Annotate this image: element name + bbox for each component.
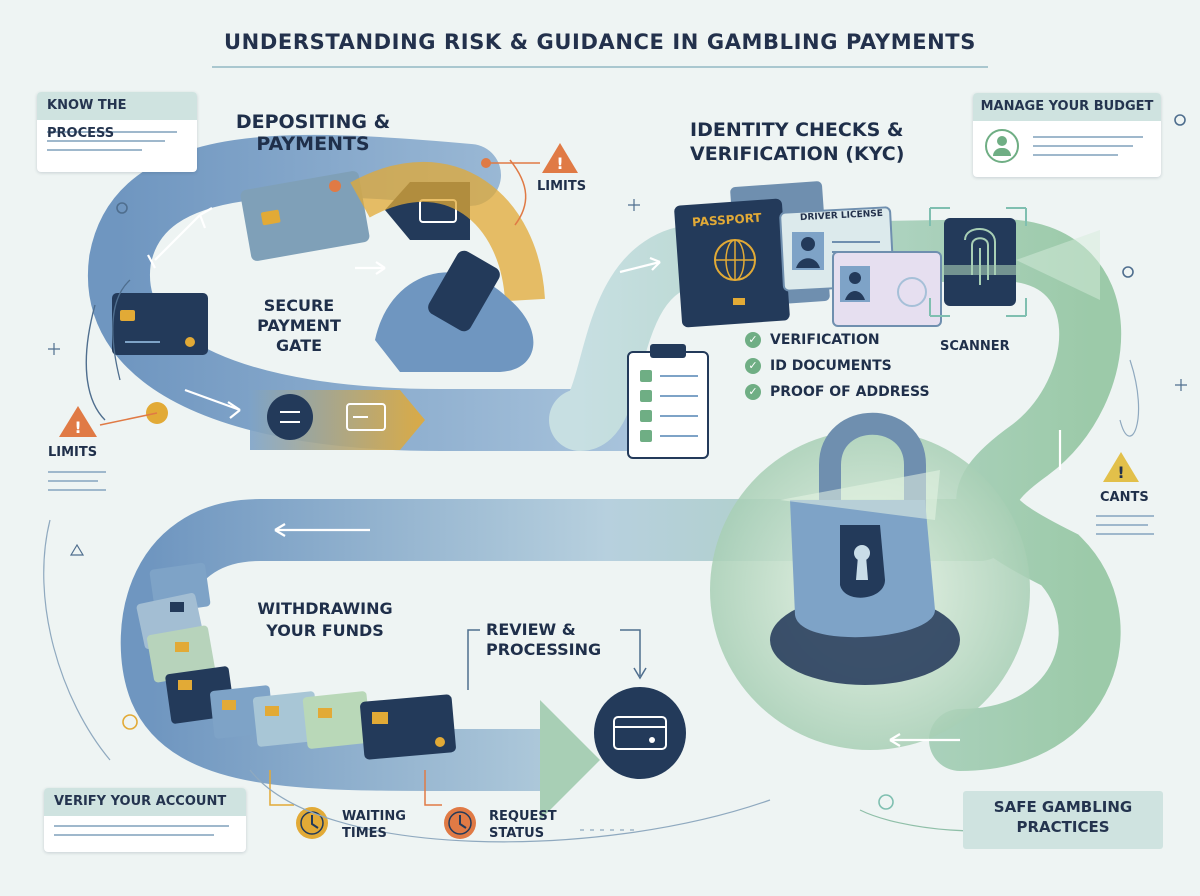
- fingerprint-scanner-icon: [929, 207, 1100, 317]
- check-icon: ✓: [745, 332, 761, 348]
- connector-line: [99, 412, 158, 426]
- checklist-item: ✓ VERIFICATION: [745, 327, 930, 353]
- payment-terminal-icon: [594, 687, 686, 779]
- limit-text-lines: [48, 464, 108, 498]
- check-icon: ✓: [745, 358, 761, 374]
- kyc-checklist: ✓ VERIFICATION ✓ ID DOCUMENTS ✓ PROOF OF…: [745, 327, 930, 405]
- svg-text:!: !: [1117, 463, 1124, 482]
- review-bracket: [467, 629, 647, 690]
- path-lower-loop: [120, 499, 1011, 820]
- withdrawing-label: WITHDRAWING YOUR FUNDS: [257, 599, 393, 640]
- path-arrows: [147, 207, 1062, 747]
- check-icon: ✓: [745, 384, 761, 400]
- withdraw-arrowhead: [540, 700, 600, 820]
- secure-gate-label: SECURE PAYMENT GATE: [257, 296, 341, 355]
- id-card-icon: [832, 251, 942, 327]
- limits-label: LIMITS: [537, 179, 587, 194]
- connector-dots: [116, 114, 1186, 810]
- user-avatar-icon: [985, 129, 1019, 163]
- path-right-loop: [549, 218, 1122, 771]
- svg-text:!: !: [74, 418, 81, 437]
- verify-account-card: VERIFY YOUR ACCOUNT: [44, 788, 246, 852]
- warning-icon: !: [1103, 452, 1139, 482]
- card-text-lines: [37, 120, 197, 162]
- warning-icon: !: [59, 406, 97, 437]
- depositing-label: DEPOSITING & PAYMENTS: [235, 111, 391, 155]
- padlock-icon: [780, 412, 940, 638]
- review-label: REVIEW & PROCESSING: [486, 620, 602, 659]
- card-text-lines: [1033, 129, 1149, 163]
- manage-budget-heading: MANAGE YOUR BUDGET: [973, 93, 1161, 121]
- warning-icon: !: [542, 143, 578, 173]
- clock-icon: [424, 770, 476, 839]
- safe-gambling-badge: SAFE GAMBLING PRACTICES: [963, 791, 1163, 849]
- cants-label: CANTS: [1100, 490, 1149, 505]
- card-dark-icon: [112, 293, 208, 355]
- safe-gambling-label: SAFE GAMBLING PRACTICES: [993, 798, 1133, 836]
- checklist-item: ✓ PROOF OF ADDRESS: [745, 379, 930, 405]
- know-process-card: KNOW THE PROCESS: [37, 92, 197, 172]
- title-divider: [212, 66, 988, 68]
- svg-text:!: !: [556, 154, 563, 173]
- hand-payment-icon: [375, 250, 534, 372]
- wallet-card-icon: [350, 161, 545, 302]
- gate-card-outline-icon: [346, 403, 386, 431]
- identity-label: IDENTITY CHECKS & VERIFICATION (KYC): [690, 119, 905, 165]
- request-status-label: REQUEST STATUS: [489, 809, 557, 841]
- checklist-item: ✓ ID DOCUMENTS: [745, 353, 930, 379]
- scanner-label: SCANNER: [940, 339, 1010, 354]
- credit-card-icon: [240, 171, 370, 261]
- limits-label: LIMITS: [48, 445, 98, 460]
- waiting-times-label: WAITING TIMES: [342, 809, 406, 841]
- gate-circle-icon: [267, 394, 313, 440]
- card-text-lines: [44, 816, 246, 845]
- withdraw-card-stack: [136, 562, 456, 760]
- know-process-heading: KNOW THE PROCESS: [37, 92, 197, 141]
- cants-text-lines: [1096, 508, 1156, 542]
- clipboard-icon: [627, 344, 709, 459]
- page-title: UNDERSTANDING RISK & GUIDANCE IN GAMBLIN…: [224, 30, 976, 54]
- manage-budget-card: MANAGE YOUR BUDGET: [973, 93, 1161, 177]
- verify-account-heading: VERIFY YOUR ACCOUNT: [44, 788, 246, 816]
- sparkles: [48, 199, 1187, 556]
